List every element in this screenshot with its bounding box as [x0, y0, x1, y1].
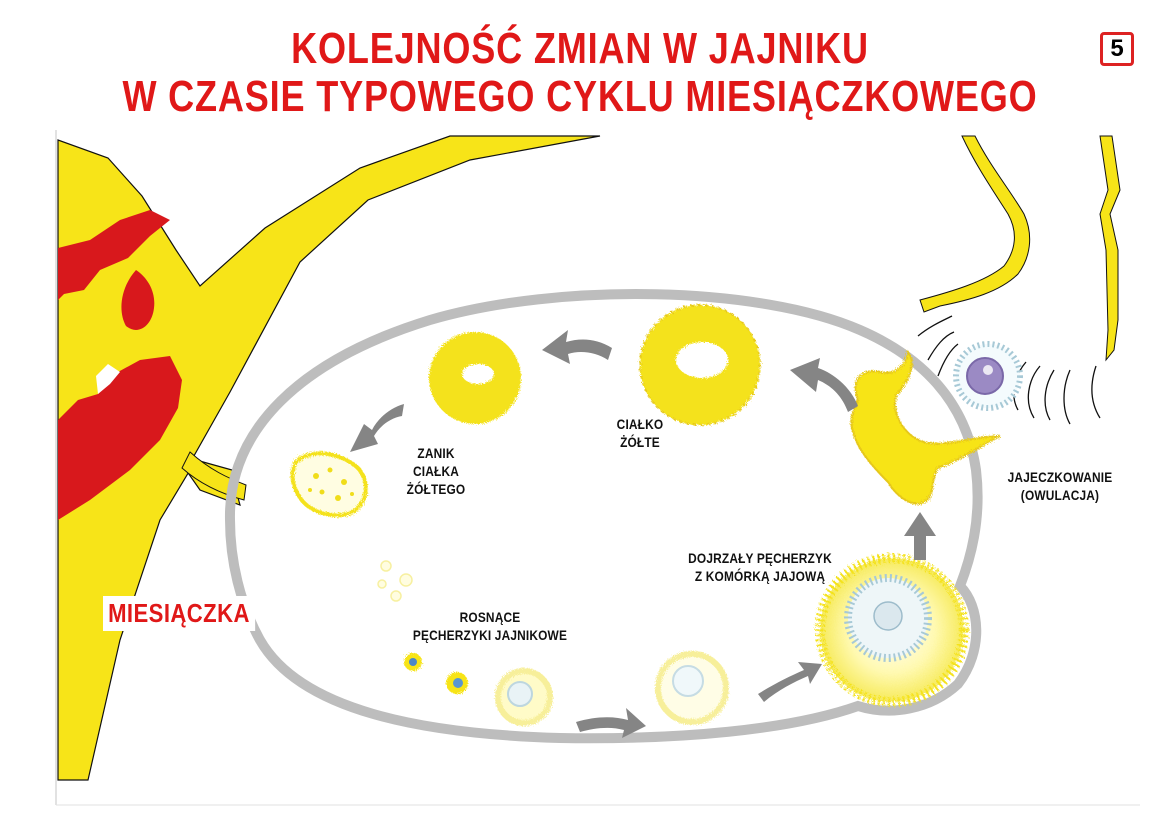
- blood-notch: [96, 364, 120, 394]
- corpus-luteum: [639, 304, 761, 426]
- label-corpus-luteum-line2: ŻÓŁTE: [620, 434, 660, 450]
- arrow-ovulation: [904, 512, 936, 560]
- blood-lining: [58, 356, 182, 520]
- ruptured-follicle: [850, 349, 1001, 505]
- fimbriae: [917, 315, 1101, 425]
- growing-follicle-2: [446, 672, 468, 694]
- label-growing-follicles: ROSNĄCE PĘCHERZYKI JAJNIKOWE: [405, 608, 575, 644]
- corpus-albicans: [290, 451, 368, 518]
- label-mature-follicle-line1: DOJRZAŁY PĘCHERZYK: [688, 550, 832, 566]
- page-title-line2: W CZASIE TYPOWEGO CYKLU MIESIĄCZKOWEGO: [122, 72, 1038, 121]
- page-number-badge: 5: [1100, 32, 1134, 66]
- label-ovulation-line1: JAJECZKOWANIE: [1007, 469, 1113, 485]
- label-mature-follicle: DOJRZAŁY PĘCHERZYK Z KOMÓRKĄ JAJOWĄ: [675, 549, 845, 585]
- primordial-follicles: [377, 560, 413, 602]
- label-corpus-luteum-line1: CIAŁKO: [616, 416, 664, 432]
- label-ovulation: JAJECZKOWANIE (OWULACJA): [996, 468, 1124, 504]
- label-growing-follicles-line1: ROSNĄCE: [459, 609, 521, 625]
- regressing-corpus-luteum: [429, 332, 521, 424]
- arrow-growing-1: [576, 708, 646, 738]
- label-mature-follicle-line2: Z KOMÓRKĄ JAJOWĄ: [694, 568, 826, 584]
- page-title-line1: KOLEJNOŚĆ ZMIAN W JAJNIKU: [291, 24, 869, 73]
- arrow-regression: [542, 330, 612, 364]
- fallopian-tube-far-right: [1099, 135, 1121, 362]
- label-regression-line1: ZANIK: [417, 445, 455, 461]
- label-ovulation-line2: (OWULACJA): [1020, 487, 1100, 503]
- blood-drop-1: [121, 270, 155, 330]
- growing-follicle-4: [655, 651, 729, 725]
- released-ovum: [966, 357, 1004, 395]
- label-regression-line3: ŻÓŁTEGO: [406, 481, 466, 497]
- label-corpus-luteum: CIAŁKO ŻÓŁTE: [599, 415, 681, 451]
- growing-follicle-3: [495, 668, 553, 726]
- arrow-growing-2: [758, 662, 822, 702]
- cycle-arrows: [350, 330, 936, 738]
- arrow-corpus-luteum: [790, 358, 858, 412]
- growing-follicle-1: [404, 653, 422, 671]
- arrow-albicans: [350, 404, 404, 452]
- label-growing-follicles-line2: PĘCHERZYKI JAJNIKOWE: [412, 627, 568, 643]
- ovary-outline: [224, 289, 983, 744]
- ovum-nucleus: [983, 365, 993, 375]
- label-regression: ZANIK CIAŁKA ŻÓŁTEGO: [395, 444, 477, 498]
- label-regression-line2: CIAŁKA: [413, 463, 459, 479]
- mature-follicle: [815, 553, 969, 707]
- uterus-wall: [57, 135, 601, 781]
- label-menstruation: MIESIĄCZKA: [103, 596, 255, 631]
- endometrium-blood: [58, 210, 170, 300]
- fallopian-tube-right: [919, 135, 1031, 313]
